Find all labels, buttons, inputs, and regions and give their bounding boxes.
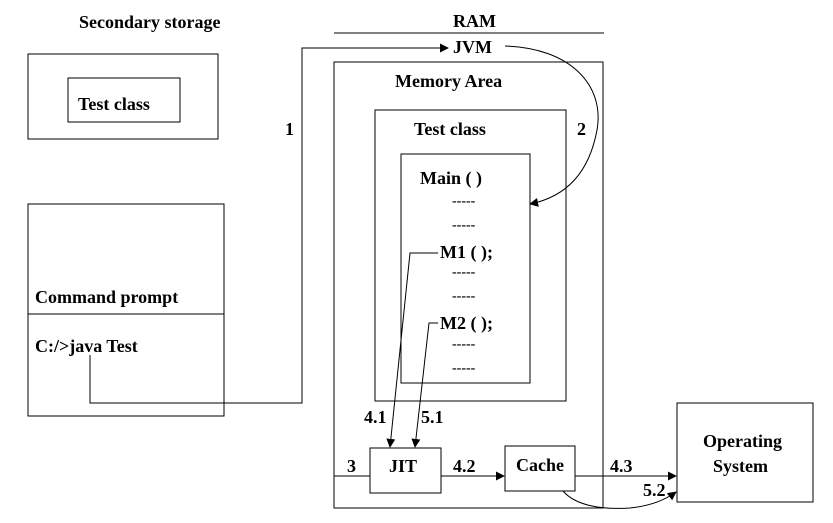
operating-system-box bbox=[676, 402, 814, 503]
arrow-2 bbox=[504, 45, 599, 207]
secondary-test-class-box bbox=[67, 77, 181, 123]
step-1-label: 1 bbox=[285, 119, 294, 139]
loaded-test-class-box bbox=[374, 109, 567, 402]
jit-box bbox=[369, 447, 442, 494]
memory-area-box bbox=[333, 61, 604, 509]
placeholder-line: ----- bbox=[452, 361, 476, 376]
step-3-label: 3 bbox=[347, 456, 356, 476]
ram-title: RAM bbox=[453, 11, 496, 31]
jvm-label: JVM bbox=[453, 37, 492, 57]
step-2-label: 2 bbox=[577, 119, 586, 139]
secondary-storage-title: Secondary storage bbox=[79, 12, 221, 32]
step-5-2-label: 5.2 bbox=[643, 480, 666, 500]
method-m1: M1 ( ); bbox=[440, 242, 493, 262]
placeholder-line: ----- bbox=[452, 194, 476, 209]
secondary-test-class-label: Test class bbox=[78, 94, 150, 114]
placeholder-line: ----- bbox=[452, 289, 476, 304]
method-m2: M2 ( ); bbox=[440, 313, 493, 333]
secondary-storage-box bbox=[27, 53, 219, 140]
placeholder-line: ----- bbox=[452, 265, 476, 280]
step-5-1-label: 5.1 bbox=[421, 407, 444, 427]
method-main: Main ( ) bbox=[420, 168, 482, 188]
jit-label: JIT bbox=[389, 456, 418, 476]
arrow-4-1 bbox=[386, 252, 438, 448]
arrow-1 bbox=[89, 43, 449, 404]
os-label-line2: System bbox=[713, 456, 768, 476]
placeholder-line: ----- bbox=[452, 218, 476, 233]
cache-label: Cache bbox=[516, 455, 564, 475]
step-4-2-label: 4.2 bbox=[453, 456, 476, 476]
command-text: C:/>java Test bbox=[35, 336, 138, 356]
arrow-5-1 bbox=[411, 322, 438, 448]
placeholder-line: ----- bbox=[452, 337, 476, 352]
cache-box bbox=[504, 445, 576, 492]
os-label-line1: Operating bbox=[703, 431, 782, 451]
methods-box bbox=[400, 153, 531, 384]
command-prompt-box bbox=[27, 203, 225, 417]
arrow-5-2 bbox=[562, 490, 677, 509]
step-4-3-label: 4.3 bbox=[610, 456, 633, 476]
loaded-test-class-title: Test class bbox=[414, 119, 486, 139]
step-4-1-label: 4.1 bbox=[364, 407, 387, 427]
command-prompt-title: Command prompt bbox=[35, 287, 179, 307]
memory-area-title: Memory Area bbox=[395, 71, 503, 91]
